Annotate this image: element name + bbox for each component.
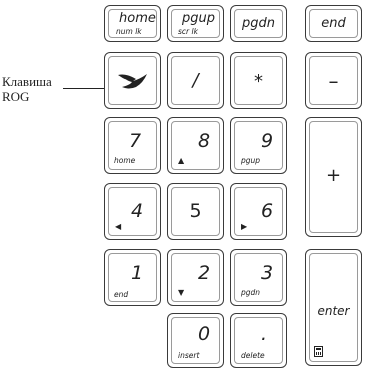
up-arrow-icon: ▲ xyxy=(178,156,185,165)
callout-line xyxy=(63,88,109,89)
home-key-label: home xyxy=(119,11,156,26)
num7-key-label: 7 xyxy=(129,130,142,152)
slash-key[interactable]: / xyxy=(167,52,224,109)
num9-key-sublabel: pgup xyxy=(241,156,261,165)
num3-key-label: 3 xyxy=(261,262,274,284)
end-key-label: end xyxy=(321,16,346,31)
dot-key-label: . xyxy=(261,323,268,345)
num6-key-label: 6 xyxy=(261,200,274,222)
enter-key[interactable]: enter xyxy=(305,249,362,366)
callout-label: Клавиша ROG xyxy=(2,74,82,104)
plus-key-label: + xyxy=(325,165,342,186)
dot-key-sublabel: delete xyxy=(241,351,265,360)
num0-key[interactable]: 0 insert xyxy=(167,313,224,368)
num4-key[interactable]: 4 ◀ xyxy=(104,183,161,240)
minus-key[interactable]: – xyxy=(305,52,362,109)
num5-key[interactable]: 5 xyxy=(167,183,224,240)
callout-label-line1: Клавиша xyxy=(2,74,52,89)
plus-key[interactable]: + xyxy=(305,117,362,237)
rog-logo-icon xyxy=(118,74,147,89)
num6-key[interactable]: 6 ▶ xyxy=(230,183,287,240)
rog-key[interactable] xyxy=(104,52,161,109)
num1-key[interactable]: 1 end xyxy=(104,249,161,306)
dot-key[interactable]: . delete xyxy=(230,313,287,368)
num1-key-label: 1 xyxy=(131,262,144,284)
minus-key-label: – xyxy=(328,69,339,93)
num3-key[interactable]: 3 pgdn xyxy=(230,249,287,306)
calculator-icon xyxy=(314,346,323,357)
num7-key-sublabel: home xyxy=(114,156,136,165)
num7-key[interactable]: 7 home xyxy=(104,117,161,174)
callout-label-line2: ROG xyxy=(2,89,30,104)
enter-key-label: enter xyxy=(317,304,350,318)
pgup-key[interactable]: pgup scr lk xyxy=(167,5,224,42)
num2-key-label: 2 xyxy=(198,262,211,284)
num3-key-sublabel: pgdn xyxy=(241,288,261,297)
num9-key-label: 9 xyxy=(261,130,274,152)
end-key[interactable]: end xyxy=(305,5,362,42)
pgdn-key[interactable]: pgdn xyxy=(230,5,287,42)
pgdn-key-label: pgdn xyxy=(242,16,275,31)
pgup-key-label: pgup xyxy=(182,11,215,26)
pgup-key-sublabel: scr lk xyxy=(178,27,198,36)
slash-key-label: / xyxy=(192,70,199,91)
home-key-sublabel: num lk xyxy=(116,27,142,36)
num1-key-sublabel: end xyxy=(114,290,129,299)
left-arrow-icon: ◀ xyxy=(115,222,122,231)
num0-key-label: 0 xyxy=(198,323,211,345)
num8-key[interactable]: 8 ▲ xyxy=(167,117,224,174)
asterisk-key-label: * xyxy=(254,71,263,92)
num5-key-label: 5 xyxy=(189,200,202,222)
num4-key-label: 4 xyxy=(131,200,144,222)
num0-key-sublabel: insert xyxy=(178,351,200,360)
num2-key[interactable]: 2 ▼ xyxy=(167,249,224,306)
num8-key-label: 8 xyxy=(198,130,211,152)
down-arrow-icon: ▼ xyxy=(178,288,185,297)
right-arrow-icon: ▶ xyxy=(241,222,248,231)
asterisk-key[interactable]: * xyxy=(230,52,287,109)
home-key[interactable]: home num lk xyxy=(104,5,161,42)
num9-key[interactable]: 9 pgup xyxy=(230,117,287,174)
